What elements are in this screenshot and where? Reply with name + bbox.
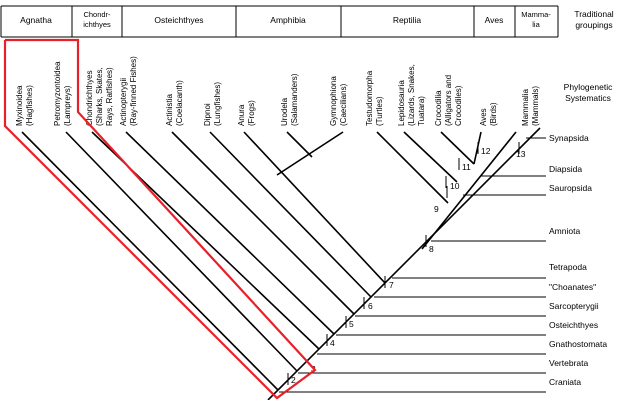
- branch-lampreys: [65, 131, 298, 372]
- node-ticks: [287, 142, 520, 385]
- cladogram-tree: [21, 127, 541, 401]
- clade-choanates: "Choanates": [549, 282, 596, 292]
- header-agnatha: Agnatha: [20, 15, 52, 25]
- branch-actinistia: [171, 131, 355, 315]
- clade-craniata: Craniata: [549, 377, 581, 387]
- node-label-13: 13: [516, 149, 526, 159]
- clade-tetrapoda: Tetrapoda: [549, 262, 587, 272]
- taxon-urodela: Urodela(Salamanders): [280, 73, 299, 126]
- branch-lepidosauria: [403, 131, 458, 183]
- highlight-outline: [3, 38, 317, 400]
- clade-sauropsida: Sauropsida: [549, 183, 592, 193]
- taxon-lepidosauria: Lepidosauria(Lizards, Snakes,Tuatara): [397, 64, 426, 126]
- header-chondrichthyes: Chondr-ichthyes: [83, 10, 111, 29]
- taxon-petromyzontoidea: Petromyzontoidea(Lampreys): [53, 61, 72, 126]
- taxon-labels: Myxinoidea(Hagfishes) Petromyzontoidea(L…: [15, 56, 540, 126]
- taxon-gymnophiona: Gymnophiona(Caecilians): [329, 76, 348, 126]
- branch-urodela: [286, 131, 313, 158]
- clade-lines: [279, 137, 546, 393]
- header-osteichthyes: Osteichthyes: [154, 15, 203, 25]
- branch-dipnoi: [209, 131, 372, 298]
- node-label-8: 8: [429, 244, 434, 254]
- taxon-actinopterygii: Actinopterygii(Ray-finned Fishes): [119, 56, 138, 126]
- node-label-12: 12: [481, 146, 491, 156]
- taxon-anura: Anura(Frogs): [237, 100, 256, 126]
- taxon-mammalia: Mammalia(Mammals): [521, 86, 540, 126]
- branch-lissamphibia-stem: [243, 131, 386, 284]
- branch-gymnophiona: [276, 131, 344, 176]
- header-reptilia: Reptilia: [393, 15, 422, 25]
- branch-testudomorpha: [376, 131, 449, 204]
- clade-sarcopterygii: Sarcopterygii: [549, 301, 599, 311]
- clade-gnathostomata: Gnathostomata: [549, 339, 607, 349]
- branch-hagfishes: [21, 131, 279, 391]
- header-amphibia: Amphibia: [270, 15, 306, 25]
- branch-actinopterygii: [125, 131, 335, 335]
- clade-osteichthyes: Osteichthyes: [549, 320, 598, 330]
- header-mammalia: Mamma-lia: [521, 10, 551, 29]
- taxon-testudomorpha: Testudomorpha(Turtles): [365, 70, 384, 126]
- taxon-myxinoidea: Myxinoidea(Hagfishes): [15, 85, 34, 126]
- clade-vertebrata: Vertebrata: [549, 358, 588, 368]
- node-label-5: 5: [349, 319, 354, 329]
- taxon-chondrichthyes: Chondrichthyes(Sharks, Skates,Rays, Ratf…: [85, 67, 114, 126]
- clade-synapsida: Synapsida: [549, 133, 589, 143]
- taxon-crocodilia: Crocodilia(Alligators andCrocodiles): [434, 75, 463, 126]
- clade-diapsida: Diapsida: [549, 164, 582, 174]
- branch-amniota: [421, 131, 517, 250]
- node-label-11: 11: [462, 162, 471, 172]
- node-label-7: 7: [389, 280, 394, 290]
- taxon-dipnoi: Dipnoi(Lungfishes): [203, 82, 222, 126]
- node-label-6: 6: [368, 301, 373, 311]
- taxon-aves: Aves(Birds): [479, 102, 498, 126]
- node-label-10: 10: [450, 181, 460, 191]
- node-label-9: 9: [434, 204, 439, 214]
- clade-amniota: Amniota: [549, 226, 580, 236]
- header-table: [0, 5, 559, 38]
- main-diagonal: [277, 127, 541, 391]
- node-label-4: 4: [330, 338, 335, 348]
- taxon-actinistia: Actinistia(Coelacanth): [165, 80, 184, 126]
- node-label-2: 2: [291, 375, 296, 385]
- header-aves: Aves: [485, 15, 504, 25]
- branch-crocodilia: [440, 131, 475, 165]
